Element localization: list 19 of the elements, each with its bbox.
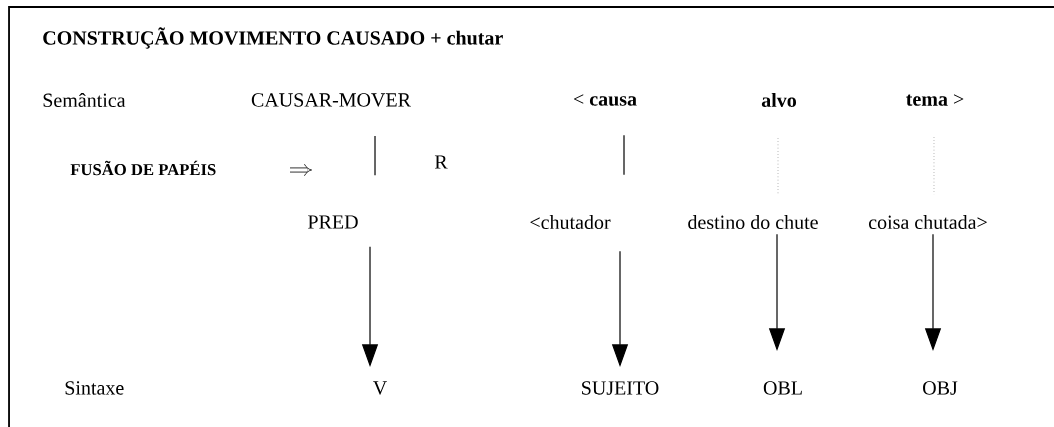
role-text: < causa: [574, 94, 637, 106]
role-text: OBJ: [923, 381, 958, 395]
label-text: Sintaxe: [65, 381, 124, 395]
connector-line: [374, 135, 376, 176]
role-text: alvo: [761, 92, 797, 107]
label-text: FUSÃO DE PAPÉIS: [70, 160, 216, 176]
role-text: OBL: [763, 381, 802, 395]
role-text: CAUSAR-MOVER: [251, 93, 411, 107]
role-text: destino do chute: [688, 214, 818, 229]
label-text: R: [434, 155, 448, 169]
role-text: tema >: [906, 94, 964, 106]
role-text: coisa chutada>: [868, 214, 987, 229]
connector-line: [623, 134, 625, 176]
role-text: SUJEITO: [582, 381, 659, 395]
role-text: PRED: [308, 215, 358, 229]
role-text: <chutador: [530, 214, 611, 229]
role-text: V: [373, 381, 387, 395]
label-text: Semântica: [43, 92, 126, 108]
title: CONSTRUÇÃO MOVIMENTO CAUSADO + chutar: [43, 27, 503, 49]
